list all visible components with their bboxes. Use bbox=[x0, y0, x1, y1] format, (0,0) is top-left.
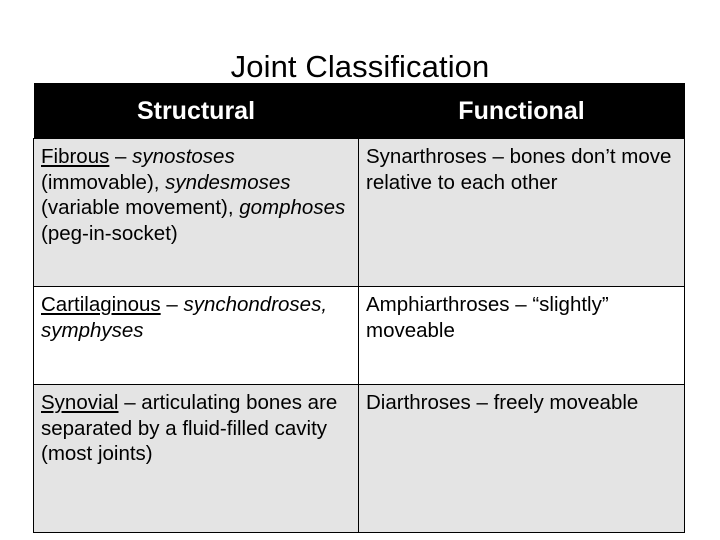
structural-description: Cartilaginous – synchondroses, symphyses bbox=[41, 292, 351, 343]
term-detail: (peg-in-socket) bbox=[41, 221, 178, 245]
cell-functional-diarthroses: Diarthroses – freely moveable bbox=[358, 384, 685, 533]
structural-description: Fibrous – synostoses (immovable), syndes… bbox=[41, 144, 351, 246]
table-header: Structural Functional bbox=[33, 83, 685, 139]
joint-term: Synovial bbox=[41, 391, 119, 414]
table-header-row: Structural Functional bbox=[33, 83, 685, 139]
structural-description: Synovial – articulating bones are separa… bbox=[41, 390, 351, 467]
cell-structural-cartilaginous: Cartilaginous – synchondroses, symphyses bbox=[33, 286, 359, 385]
functional-description: Amphiarthroses – “slightly” moveable bbox=[366, 293, 609, 342]
functional-description: Synarthroses – bones don’t move relative… bbox=[366, 145, 672, 194]
cell-structural-synovial: Synovial – articulating bones are separa… bbox=[33, 384, 359, 533]
table-row: Cartilaginous – synchondroses, symphyses… bbox=[33, 286, 685, 385]
term-dash: – bbox=[118, 391, 142, 414]
joint-term: Cartilaginous bbox=[41, 293, 161, 316]
joint-classification-table: Structural Functional Fibrous – synostos… bbox=[33, 83, 685, 533]
term-detail: (immovable), bbox=[41, 170, 166, 194]
table-body: Fibrous – synostoses (immovable), syndes… bbox=[33, 138, 685, 533]
term-detail-italic: synostoses bbox=[132, 145, 235, 168]
term-detail-italic: syndesmoses bbox=[165, 170, 291, 194]
term-detail: (variable movement), bbox=[41, 196, 240, 219]
term-detail: articulating bones are separated by a fl… bbox=[41, 391, 338, 465]
table-row: Synovial – articulating bones are separa… bbox=[33, 384, 685, 533]
column-header-structural: Structural bbox=[33, 83, 359, 139]
term-detail-italic: gomphoses bbox=[239, 196, 346, 219]
page-title: Joint Classification bbox=[230, 48, 490, 84]
term-detail-italic: synchondroses, symphyses bbox=[41, 293, 328, 342]
cell-structural-fibrous: Fibrous – synostoses (immovable), syndes… bbox=[33, 138, 359, 287]
table-row: Fibrous – synostoses (immovable), syndes… bbox=[33, 138, 685, 287]
joint-term: Fibrous bbox=[41, 145, 110, 168]
cell-functional-synarthroses: Synarthroses – bones don’t move relative… bbox=[358, 138, 685, 287]
cell-functional-amphiarthroses: Amphiarthroses – “slightly” moveable bbox=[358, 286, 685, 385]
functional-description: Diarthroses – freely moveable bbox=[366, 391, 639, 414]
column-header-functional: Functional bbox=[358, 83, 685, 139]
term-dash: – bbox=[109, 145, 133, 168]
term-dash: – bbox=[160, 293, 184, 316]
